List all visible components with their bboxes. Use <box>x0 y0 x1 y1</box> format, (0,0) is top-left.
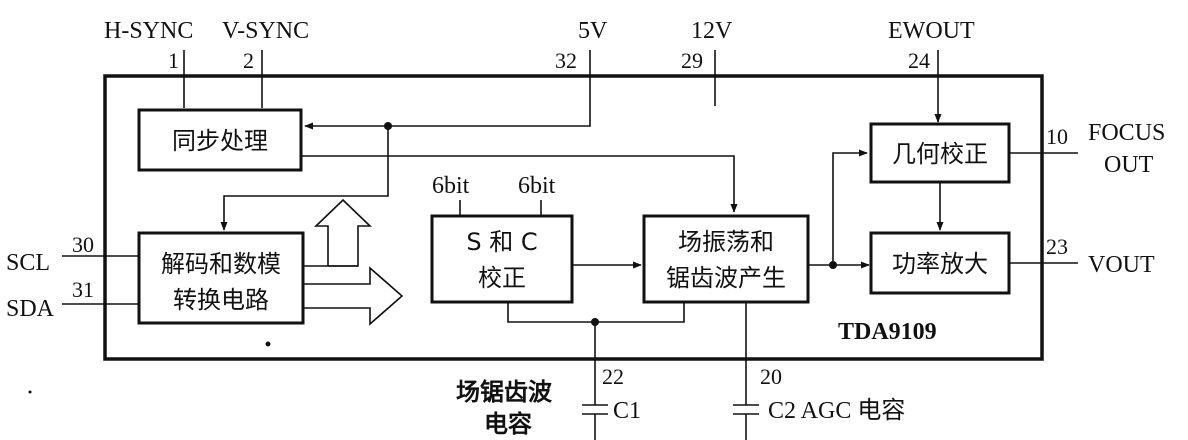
sync-block <box>137 108 303 172</box>
oscillator-block <box>642 214 810 304</box>
pin-29: 29 <box>681 48 703 73</box>
hsync-label: H-SYNC <box>104 18 193 44</box>
5v-label: 5V <box>578 18 608 44</box>
oscillator-label-1: 场振荡和 <box>678 228 774 256</box>
c1-label: C1 <box>613 398 641 424</box>
c1-desc-1: 场锯齿波 <box>456 378 553 406</box>
bus-arrow-right <box>303 266 404 326</box>
speck-2 <box>28 390 32 394</box>
pin-1: 1 <box>168 48 179 73</box>
sc-correction-label-1: S 和 C <box>466 228 537 256</box>
sync-to-osc-wire <box>301 155 738 213</box>
5v-to-dac-wire <box>220 126 389 231</box>
oscillator-label-2: 锯齿波产生 <box>666 264 786 292</box>
dac-block-label-2: 转换电路 <box>173 286 269 314</box>
c1-desc-2: 电容 <box>484 410 532 438</box>
scl-label: SCL <box>6 250 50 276</box>
chip-outline <box>103 74 1044 361</box>
speck-1 <box>265 341 271 347</box>
ewout-label: EWOUT <box>888 18 975 44</box>
sync-block-label: 同步处理 <box>172 127 268 155</box>
sc-correction-label-2: 校正 <box>478 264 526 292</box>
dac-block <box>137 231 305 325</box>
vout-label: VOUT <box>1088 252 1155 278</box>
bus-arrow-up <box>303 198 372 267</box>
focus-out-label-2: OUT <box>1104 152 1154 178</box>
6bit-label-1: 6bit <box>432 173 470 199</box>
pin-24: 24 <box>908 48 930 73</box>
pin-30: 30 <box>72 232 94 257</box>
geometry-correction-label: 几何校正 <box>892 140 988 168</box>
chip-name: TDA9109 <box>838 319 937 345</box>
5v-wire <box>304 50 591 130</box>
pin-2: 2 <box>243 48 254 73</box>
pin-32: 32 <box>555 48 577 73</box>
pin-20: 20 <box>760 364 782 389</box>
power-amp-label: 功率放大 <box>892 250 988 278</box>
vsync-label: V-SYNC <box>222 18 309 44</box>
sda-label: SDA <box>6 296 55 322</box>
pin-23: 23 <box>1046 234 1068 259</box>
6bit-label-2: 6bit <box>518 173 556 199</box>
pin-31: 31 <box>72 277 94 302</box>
pin-10: 10 <box>1046 124 1068 149</box>
pin-22: 22 <box>602 364 624 389</box>
sc-correction-block <box>430 214 574 304</box>
c2-label: C2 AGC 电容 <box>768 397 905 424</box>
osc-to-geo-wire <box>832 149 868 265</box>
12v-label: 12V <box>691 18 733 44</box>
dac-block-label-1: 解码和数模 <box>161 250 281 278</box>
focus-out-label-1: FOCUS <box>1088 120 1165 146</box>
